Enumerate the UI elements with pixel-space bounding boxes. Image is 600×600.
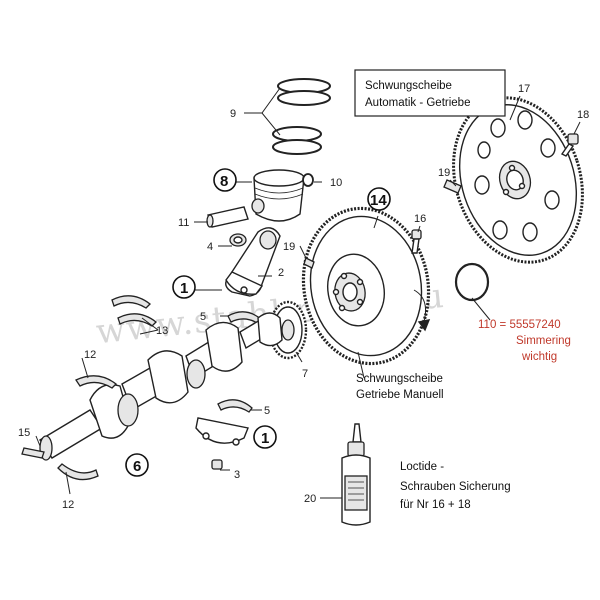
part-number-11: 11	[178, 217, 189, 229]
loctite-line3: für Nr 16 + 18	[400, 499, 471, 511]
automatic-title-line2: Automatik - Getriebe	[365, 97, 470, 109]
flexplate-bolt	[560, 133, 579, 157]
part-number-20: 20	[304, 493, 316, 505]
part-number-13: 13	[156, 325, 168, 337]
conrod-nut	[211, 459, 223, 470]
loctite-line1: Loctide -	[400, 461, 444, 473]
part-number-5-upper: 5	[200, 311, 206, 323]
manual-title-line1: Schwungscheibe	[356, 373, 443, 385]
part-number-12-upper: 12	[84, 349, 96, 361]
main-bearing-top	[75, 375, 117, 389]
loctite-line2: Schrauben Sicherung	[400, 481, 511, 493]
part-circle-6	[125, 453, 149, 477]
piston-rings	[272, 78, 331, 155]
seal-reference: 110 = 55557240	[478, 319, 561, 331]
part-circle-1-lower	[253, 425, 277, 449]
part-number-19-automatic: 19	[438, 167, 450, 179]
manual-title-line2: Getriebe Manuell	[356, 389, 444, 401]
part-number-8: 8	[220, 173, 228, 190]
part-number-7: 7	[302, 368, 308, 380]
part-number-2: 2	[278, 267, 284, 279]
conrod-cap	[195, 417, 249, 446]
part-number-10: 10	[330, 177, 342, 189]
piston-pin	[206, 206, 249, 228]
part-number-3: 3	[234, 469, 240, 481]
part-circle-14	[367, 187, 391, 211]
part-circle-8	[213, 168, 237, 192]
crankshaft	[39, 312, 283, 461]
part-number-6: 6	[133, 458, 141, 475]
manual-flywheel	[301, 206, 431, 366]
part-number-9: 9	[230, 108, 236, 120]
part-number-4: 4	[207, 241, 213, 253]
flywheel-dowel	[303, 257, 315, 269]
part-number-16: 16	[414, 213, 426, 225]
seal-name: Simmering	[516, 335, 571, 347]
small-end-bush	[229, 233, 247, 247]
part-number-1-upper: 1	[180, 280, 188, 297]
part-number-14: 14	[370, 192, 387, 209]
woodruff-key	[21, 447, 45, 459]
part-number-5-lower: 5	[264, 405, 270, 417]
part-number-12-lower: 12	[62, 499, 74, 511]
part-number-15: 15	[18, 427, 30, 439]
automatic-title-line1: Schwungscheibe	[365, 80, 452, 92]
flexplate-dowel	[443, 179, 462, 194]
automatic-title-box	[354, 69, 506, 117]
main-bearing-bottom	[57, 463, 99, 481]
part-circle-1-upper	[172, 275, 196, 299]
seal-ring	[454, 262, 490, 302]
loctite-bottle	[341, 423, 371, 526]
flywheel-bolt	[411, 229, 422, 254]
circlip	[302, 173, 314, 187]
part-number-18: 18	[577, 109, 589, 121]
part-number-17: 17	[518, 83, 530, 95]
piston	[251, 169, 305, 222]
conrod-bearing-lower	[217, 399, 253, 413]
part-number-1-lower: 1	[261, 430, 269, 447]
seal-note: wichtig	[521, 351, 557, 363]
connecting-rod	[225, 227, 281, 297]
automatic-flexplate	[452, 96, 584, 264]
part-number-19-manual: 19	[283, 241, 295, 253]
